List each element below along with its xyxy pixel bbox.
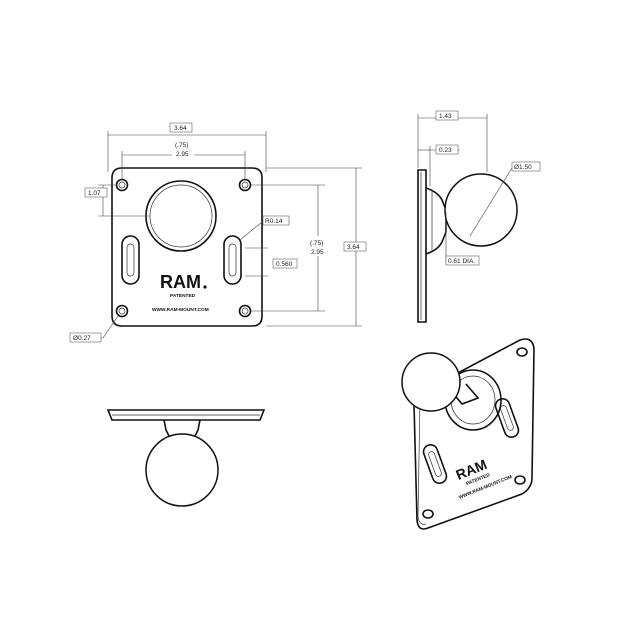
dim-side-depth: 1.43 — [439, 113, 452, 120]
iso-ball — [401, 352, 461, 412]
side-neck — [425, 187, 447, 255]
side-ball — [444, 173, 518, 247]
slots — [121, 235, 242, 285]
iso-slot-left — [422, 443, 448, 485]
iso-neck — [451, 383, 480, 405]
bottom-view — [106, 409, 266, 507]
iso-hole-3 — [514, 475, 526, 485]
dim-slot-radius: R0.14 — [265, 218, 283, 225]
iso-hole-2 — [516, 347, 528, 357]
hole-top-right — [238, 178, 252, 192]
front-dimensions: 3.64 (.75) 2.95 1.07 R0.14 (.75) 2.95 0.… — [69, 122, 367, 343]
dim-plate-width: 3.64 — [174, 125, 187, 132]
dim-ball-diameter: Ø1.50 — [514, 164, 532, 171]
logo-dot — [203, 285, 207, 289]
hole-bottom-left — [115, 304, 129, 318]
dim-hole-diameter: Ø0.27 — [73, 335, 91, 342]
front-logo: RAM — [160, 272, 201, 292]
dim-plate-thickness: 0.23 — [439, 147, 452, 154]
side-plate — [417, 169, 427, 323]
hole-bottom-right — [238, 304, 252, 318]
dim-slot-width: 0.560 — [276, 261, 293, 268]
dim-slot-spacing-upper: (.75) — [310, 240, 323, 247]
center-hole — [145, 180, 217, 252]
front-plate-outline — [111, 167, 263, 327]
slot-left — [121, 235, 140, 285]
dim-center-offset: 1.07 — [88, 190, 101, 197]
iso-hole-4 — [422, 509, 434, 519]
bottom-plate — [106, 409, 266, 421]
slot-right — [223, 235, 242, 285]
dim-plate-height: 3.64 — [347, 244, 360, 251]
dim-neck-diameter: 0.61 DIA. — [448, 258, 475, 265]
dim-hole-spacing-upper: (.75) — [175, 142, 188, 149]
front-website: WWW.RAM-MOUNT.COM — [152, 307, 209, 313]
side-view — [417, 169, 518, 323]
front-view: RAM PATENTED WWW.RAM-MOUNT.COM — [111, 167, 263, 327]
front-patented: PATENTED — [170, 293, 196, 299]
dim-hole-spacing-lower: 2.95 — [176, 151, 189, 158]
isometric-view: RAM PATENTED WWW.RAM-MOUNT.COM — [401, 338, 535, 530]
side-dimensions: 1.43 0.23 Ø1.50 0.61 DIA. — [417, 110, 541, 266]
hole-top-left — [115, 178, 129, 192]
dim-slot-spacing-lower: 2.95 — [311, 249, 324, 256]
bottom-ball — [145, 433, 219, 507]
iso-slot-right — [494, 397, 520, 439]
